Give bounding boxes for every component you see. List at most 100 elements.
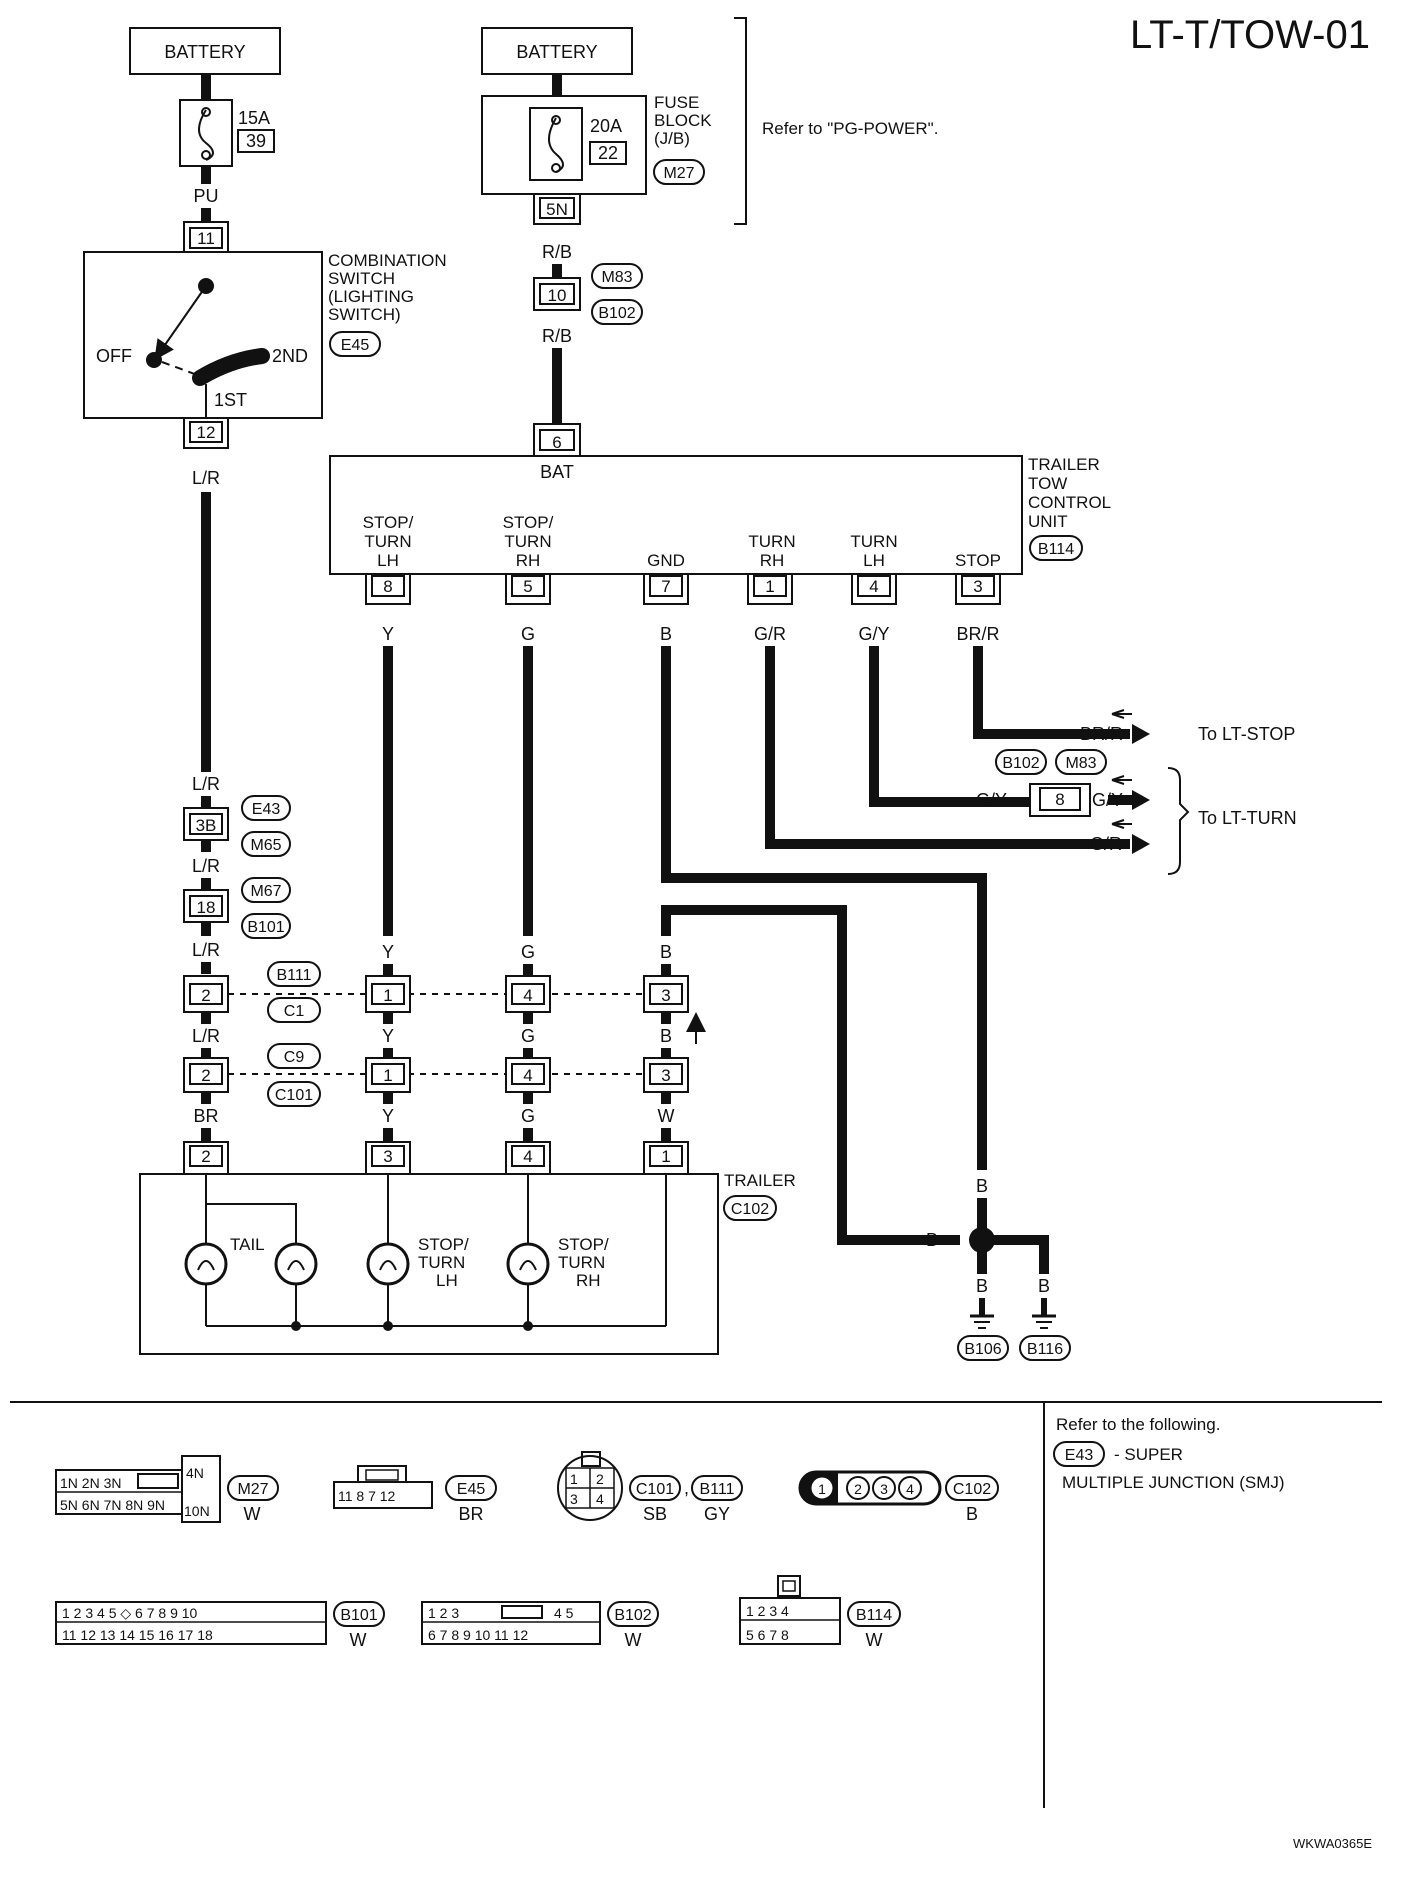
tcu-label-4: UNIT xyxy=(1028,512,1068,531)
tcu-pin-5: 5 xyxy=(505,573,551,605)
svg-text:2: 2 xyxy=(201,986,210,1005)
battery-left: BATTERY xyxy=(129,27,281,75)
svg-text:3: 3 xyxy=(880,1481,888,1497)
svg-text:12: 12 xyxy=(197,423,216,442)
conn-tag-c102: C102 xyxy=(723,1195,777,1221)
pin-3b: 3B xyxy=(183,807,229,841)
svg-text:1 2 3 4: 1 2 3 4 xyxy=(746,1603,789,1619)
svg-text:20A: 20A xyxy=(590,116,622,136)
svg-text:B: B xyxy=(966,1504,978,1524)
wire-lr-label-4: L/R xyxy=(192,940,220,960)
trailer-tow-control-unit: BAT STOP/ TURN LH STOP/ TURN RH GND TURN… xyxy=(329,455,1023,575)
battery-right: BATTERY xyxy=(481,27,633,75)
svg-text:OFF: OFF xyxy=(96,346,132,366)
svg-text:C102: C102 xyxy=(953,1481,991,1498)
svg-text:B102: B102 xyxy=(614,1607,651,1624)
svg-text:2: 2 xyxy=(596,1471,604,1487)
page-title: LT-T/TOW-01 xyxy=(1130,13,1370,57)
conn-tag-c101: C101 xyxy=(267,1081,321,1107)
svg-text:GY: GY xyxy=(704,1504,730,1524)
svg-text:3: 3 xyxy=(570,1491,578,1507)
svg-text:C1: C1 xyxy=(284,1003,305,1020)
to-lt-turn: To LT-TURN xyxy=(1198,808,1297,828)
connector-face-m27: 1N 2N 3N 5N 6N 7N 8N 9N 4N 10N M27 W xyxy=(55,1455,279,1524)
svg-text:B114: B114 xyxy=(1038,541,1074,558)
svg-text:M83: M83 xyxy=(1065,755,1096,772)
row1-pin-2: 2 xyxy=(183,975,229,1013)
fuse-15a: 15A 39 xyxy=(179,99,275,167)
tcu-pin-8: 8 xyxy=(365,573,411,605)
ground-b106: B106 xyxy=(957,1298,1009,1361)
connector-face-b114: 1 2 3 4 5 6 7 8 B114 W xyxy=(739,1575,901,1650)
svg-text:10: 10 xyxy=(548,286,567,305)
svg-text:STOP/: STOP/ xyxy=(503,513,554,532)
svg-text:TURN: TURN xyxy=(558,1253,605,1272)
wire-gy-label-3: G/Y xyxy=(1092,790,1123,810)
to-lt-stop: To LT-STOP xyxy=(1198,724,1295,744)
wire-b-label: B xyxy=(660,624,672,644)
bracket xyxy=(734,17,747,225)
fuse-block: 20A 22 xyxy=(481,95,647,195)
tail-bulb-2 xyxy=(274,1242,318,1286)
svg-text:E43: E43 xyxy=(1065,1447,1094,1464)
conn-tag-e45: E45 xyxy=(329,331,381,357)
conn-tag-b101: B101 xyxy=(241,913,291,939)
svg-text:6 7 8 9 10 11 12: 6 7 8 9 10 11 12 xyxy=(428,1627,528,1643)
trailer-label: TRAILER xyxy=(724,1171,796,1190)
wire-lr-label-2: L/R xyxy=(192,774,220,794)
svg-text:B106: B106 xyxy=(964,1341,1001,1358)
tcu-pin-1: 1 xyxy=(747,573,793,605)
pin-6: 6 xyxy=(533,423,581,457)
legend-e43-tag: E43 xyxy=(1053,1441,1105,1467)
svg-text:M27: M27 xyxy=(663,165,694,182)
combo-switch-label-2: SWITCH xyxy=(328,269,395,288)
svg-text:4: 4 xyxy=(906,1481,914,1497)
svg-text:11 8 7 12: 11 8 7 12 xyxy=(338,1488,396,1504)
combo-switch-label-1: COMBINATION xyxy=(328,251,447,270)
svg-text:B102: B102 xyxy=(1002,755,1039,772)
svg-text:BR: BR xyxy=(458,1504,483,1524)
svg-text:STOP/: STOP/ xyxy=(558,1235,609,1254)
svg-text:4 5: 4 5 xyxy=(554,1605,574,1621)
svg-text:15A: 15A xyxy=(238,108,270,128)
conn-tag-e43: E43 xyxy=(241,795,291,821)
wire-y-label-4: Y xyxy=(382,1106,394,1126)
inline-pin-8: 8 xyxy=(1029,783,1091,817)
wire-brr-label-2: BR/R xyxy=(1080,724,1123,744)
svg-text:STOP/: STOP/ xyxy=(363,513,414,532)
trailer-pin-1: 1 xyxy=(643,1141,689,1175)
svg-text:39: 39 xyxy=(246,131,266,151)
conn-tag-b111: B111 xyxy=(267,961,321,987)
legend-super: - SUPER xyxy=(1114,1445,1183,1464)
svg-text:4: 4 xyxy=(869,577,878,596)
svg-text:TURN: TURN xyxy=(748,532,795,551)
svg-text:5 6 7 8: 5 6 7 8 xyxy=(746,1627,789,1643)
svg-text:SB: SB xyxy=(643,1504,667,1524)
svg-text:1: 1 xyxy=(570,1471,578,1487)
pin-12: 12 xyxy=(183,417,229,449)
svg-text:C101: C101 xyxy=(636,1481,674,1498)
svg-text:BATTERY: BATTERY xyxy=(516,42,597,62)
svg-text:M83: M83 xyxy=(601,269,632,286)
svg-text:1: 1 xyxy=(661,1147,670,1166)
svg-text:C9: C9 xyxy=(284,1049,305,1066)
wire-b-label-6: B xyxy=(976,1276,988,1296)
legend-refer: Refer to the following. xyxy=(1056,1415,1220,1434)
tcu-label-3: CONTROL xyxy=(1028,493,1111,512)
wire-rb-label-2: R/B xyxy=(542,326,572,346)
row2-pin-1: 1 xyxy=(365,1057,411,1093)
trailer-pin-2: 2 xyxy=(183,1141,229,1175)
svg-text:2ND: 2ND xyxy=(272,346,308,366)
svg-text:11: 11 xyxy=(197,229,215,248)
row1-pin-3: 3 xyxy=(643,975,689,1013)
wire-g-label-3: G xyxy=(521,1026,535,1046)
svg-text:LH: LH xyxy=(377,551,399,570)
pin-5n: 5N xyxy=(533,193,581,225)
conn-tag-m83: M83 xyxy=(591,263,643,289)
conn-tag-m67: M67 xyxy=(241,877,291,903)
pin-11: 11 xyxy=(183,221,229,253)
svg-text:3: 3 xyxy=(661,986,670,1005)
svg-text:TURN: TURN xyxy=(418,1253,465,1272)
svg-text:W: W xyxy=(866,1630,883,1650)
svg-text:W: W xyxy=(244,1504,261,1524)
